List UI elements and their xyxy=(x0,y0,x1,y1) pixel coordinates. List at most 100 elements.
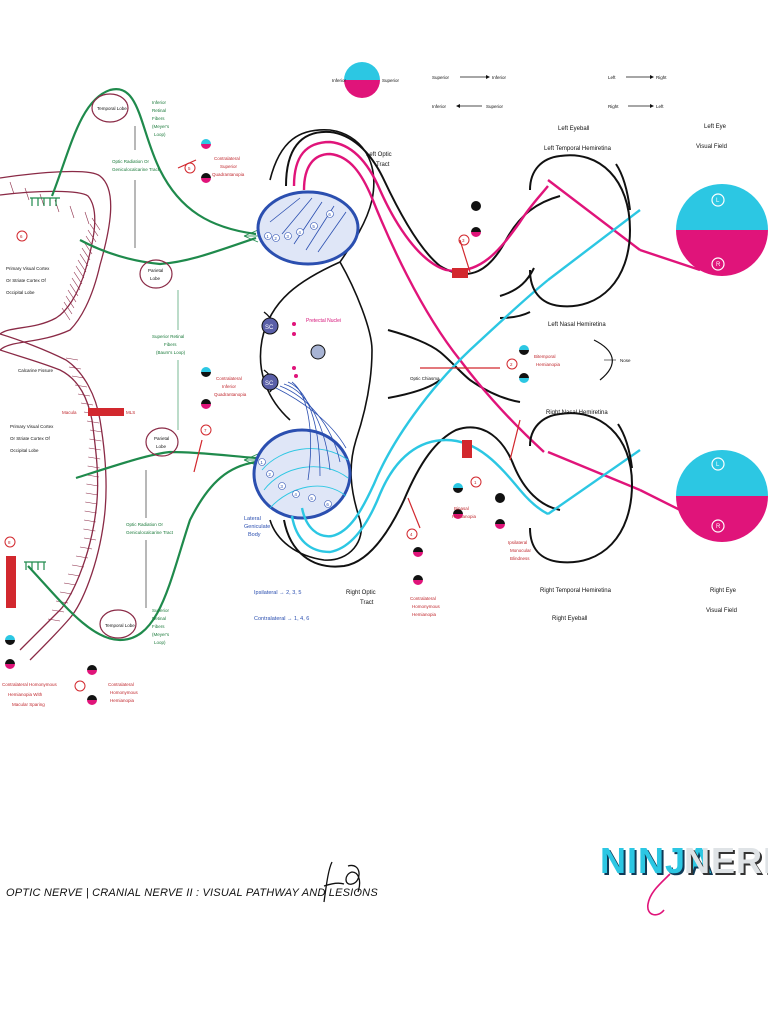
lgb-bottom-layer-4 xyxy=(292,490,300,498)
parietal-bottom-line2: Lobe xyxy=(156,444,167,449)
contra-sup-quad-l2: Superior xyxy=(220,164,238,169)
or-bottom-line1: Optic Radiation Or xyxy=(126,522,164,527)
inf-fibers-b-line2: Retinal xyxy=(152,616,166,621)
sup-fibers-line2: Fibers xyxy=(164,342,177,347)
left-visual-field-line2: Visual Field xyxy=(696,144,727,150)
temporal-lobe-bottom-label: Temporal Lobe xyxy=(105,623,135,628)
left-eye-stem-outline xyxy=(499,267,535,297)
lesion-num-6: 6 xyxy=(16,230,28,242)
defect-icon-2a xyxy=(519,345,529,355)
calcarine-lesion-bar xyxy=(88,408,124,416)
contra-sup-quad-l3: Quadrantanopia xyxy=(212,172,245,177)
lgb-bottom-fibers xyxy=(275,381,347,481)
contra-inf-quad-l3: Quadrantanopia xyxy=(214,392,247,397)
parietal-top-line2: Lobe xyxy=(150,276,161,281)
defect-icon-7b xyxy=(87,695,97,705)
magenta-fibers xyxy=(292,140,701,522)
left-optic-tract-line1: Left Optic xyxy=(366,152,392,158)
contra-hom-hem-l3: Hemianopia xyxy=(412,612,437,617)
contra-inf-quad-l1: Contralateral xyxy=(216,376,242,381)
lesion-lines xyxy=(177,159,521,529)
pretectal-dots xyxy=(292,322,298,378)
bitemporal-l1: Bitemporal xyxy=(534,354,556,359)
contra-hom-mac-l1: Contralateral Homonymous xyxy=(2,682,58,687)
left-field-L: L xyxy=(716,198,720,204)
pvc-bottom-line3: Occipital Lobe xyxy=(10,448,39,453)
left-field-R: R xyxy=(716,262,721,268)
pvc-top-line2: Or Striate Cortex Of xyxy=(6,278,47,283)
inf-fibers-b-line3: Fibers xyxy=(152,624,165,629)
parietal-bottom-line1: Parietal xyxy=(154,436,169,441)
chiasm-inner-outline-2 xyxy=(387,311,531,399)
lgb-top-layer-2 xyxy=(272,234,280,242)
nose-icon xyxy=(593,339,613,381)
lgb-top-layer-6 xyxy=(326,210,334,218)
or-bottom-line2: Geniculocalcarine Tract xyxy=(126,530,174,535)
left-eyeball-label: Left Eyeball xyxy=(558,126,589,132)
lesion-num-8: 8 xyxy=(4,536,16,548)
contra-hom-hem-l1: Contralateral xyxy=(410,596,436,601)
defect-icon-ipsi-a xyxy=(495,493,505,503)
defect-icon-sq-2 xyxy=(201,173,211,183)
inf-fibers-b-line4: (Meyer's xyxy=(152,632,170,637)
right-optic-tract-line2: Tract xyxy=(360,600,374,606)
lgb-top-layer-3 xyxy=(284,232,292,240)
defect-icon-ipsi-b xyxy=(495,519,505,529)
occipital-lesion-bar xyxy=(6,556,16,608)
left-eye-visual-field: L R xyxy=(676,184,768,276)
lgb-top-layer-num: 4 xyxy=(298,230,301,235)
left-temporal-hemiretina-label: Left Temporal Hemiretina xyxy=(544,146,612,152)
legend-sup-inf-from: Superior xyxy=(432,75,450,80)
author-signature xyxy=(323,861,361,903)
defect-icon-1b xyxy=(453,509,463,519)
legend-left-right-from: Left xyxy=(608,75,616,80)
lgb-bottom-layer-num: 6 xyxy=(326,502,329,507)
footer-title: OPTIC NERVE | CRANIAL NERVE II : VISUAL … xyxy=(6,887,378,899)
legend-right-left-from: Right xyxy=(608,104,619,109)
legend-inferior-label: Inferior xyxy=(332,78,347,83)
right-eyeball xyxy=(529,412,634,564)
lgb-top-layer-num: 2 xyxy=(274,236,277,241)
pvc-top-line1: Primary Visual Cortex xyxy=(6,266,50,271)
ipsi-mono-l1: Ipsilateral xyxy=(508,540,527,545)
temporal-lobe-top-label: Temporal Lobe xyxy=(97,106,127,111)
contra-hom-hem2-l1: Contralateral xyxy=(108,682,134,687)
lgb-bottom-layer-num: 3 xyxy=(280,484,283,489)
right-optic-tract-outline xyxy=(283,426,561,568)
calcarine-fissure-label: Calcarine Fissure xyxy=(18,368,54,373)
legend-left-right-to: Right xyxy=(656,75,667,80)
lgb-top-layer-1 xyxy=(264,232,272,240)
sc-top-label: SC xyxy=(265,325,274,331)
lgb-bottom-layer-num: 5 xyxy=(310,496,313,501)
mls-label: MLS xyxy=(126,410,135,415)
or-top-line1: Optic Radiation Or xyxy=(112,159,150,164)
parietal-lobe-top-oval xyxy=(139,259,173,289)
logo-nerd-text: NERD xyxy=(684,840,768,881)
inf-fibers-b-line5: Loop) xyxy=(154,640,166,645)
lesion-4-text: 4 xyxy=(410,532,413,537)
sup-fibers-line1: Superior Retinal xyxy=(152,334,184,339)
right-field-L: L xyxy=(716,462,720,468)
pretectal-nuclei-label: Pretectal Nuclei xyxy=(306,318,341,324)
left-nasal-hemiretina-label: Left Nasal Hemiretina xyxy=(548,322,606,328)
defect-icon-4a xyxy=(413,547,423,557)
binasal-l1: Binasal xyxy=(454,506,469,511)
lgb-label-line2: Geniculate xyxy=(244,524,270,530)
inf-fibers-b-line1: Superior xyxy=(152,608,170,613)
lgb-bottom-layer-6 xyxy=(324,500,332,508)
left-eyeball xyxy=(529,154,632,308)
sc-bottom-label: SC xyxy=(265,381,274,387)
brainstem-outline xyxy=(259,129,375,561)
lesion-2-text: 2 xyxy=(510,362,513,367)
lesion-1-text: 1 xyxy=(474,480,477,485)
contra-hom-hem-l2: Homonymous xyxy=(412,604,441,609)
lesion-labels: Contralateral Superior Quadrantanopia Co… xyxy=(2,156,561,707)
temporal-lobe-bottom-oval xyxy=(99,609,137,639)
legend-sup-inf-to: Inferior xyxy=(492,75,507,80)
cortex-comb-top xyxy=(30,197,60,206)
lesion-num-5: 5 xyxy=(184,162,196,174)
inf-fibers-line4: (Meyer's xyxy=(152,124,170,129)
contralateral-label: Contralateral → 1, 4, 6 xyxy=(254,616,309,622)
